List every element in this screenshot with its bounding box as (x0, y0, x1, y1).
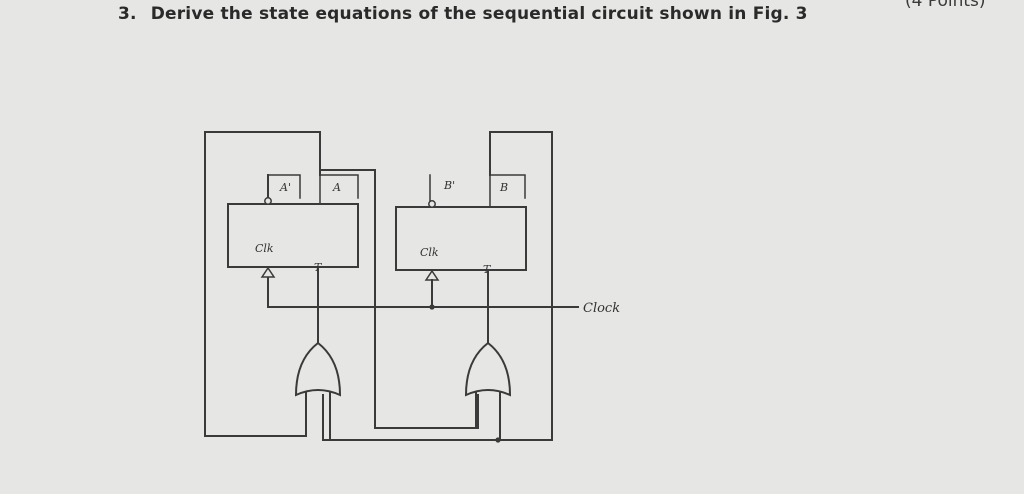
clock-label: Clock (583, 301, 620, 316)
b-junction (495, 437, 501, 443)
ff-a-t-label: T (314, 261, 323, 274)
question-line: 3. Derive the state equations of the sequ… (118, 4, 808, 24)
ff-a-out-label: A (332, 181, 341, 194)
ff-b-output-lead (489, 174, 526, 208)
ff-a-clk-label: Clk (255, 242, 274, 255)
ff-a-comp-bubble (264, 197, 272, 205)
ff-b-comp-bubble (428, 200, 436, 208)
ff-b-comp-label: B' (443, 179, 455, 192)
wire-b-feedback (489, 131, 553, 441)
question-number: 3. (118, 4, 137, 24)
or-gate-1 (294, 341, 342, 397)
clock-junction (429, 304, 435, 310)
flipflop-a-box (227, 203, 359, 268)
wire-a-to-or2 (319, 169, 479, 429)
ff-b-t-label: T (483, 263, 492, 276)
flipflop-b-box (395, 206, 527, 271)
question-text: Derive the state equations of the sequen… (150, 4, 808, 24)
or-gate-2 (464, 341, 512, 397)
ff-a-output-lead (319, 174, 359, 205)
ff-a-comp-label: A' (279, 181, 291, 194)
wire-b-to-or1 (322, 394, 499, 441)
points-label: (4 Points) (905, 0, 986, 11)
clk-b-triangle (424, 269, 440, 281)
ff-b-clk-label: Clk (420, 246, 439, 259)
clk-a-triangle (260, 266, 276, 278)
ff-b-out-label: B (499, 181, 508, 194)
wire-a-feedback (204, 131, 321, 437)
